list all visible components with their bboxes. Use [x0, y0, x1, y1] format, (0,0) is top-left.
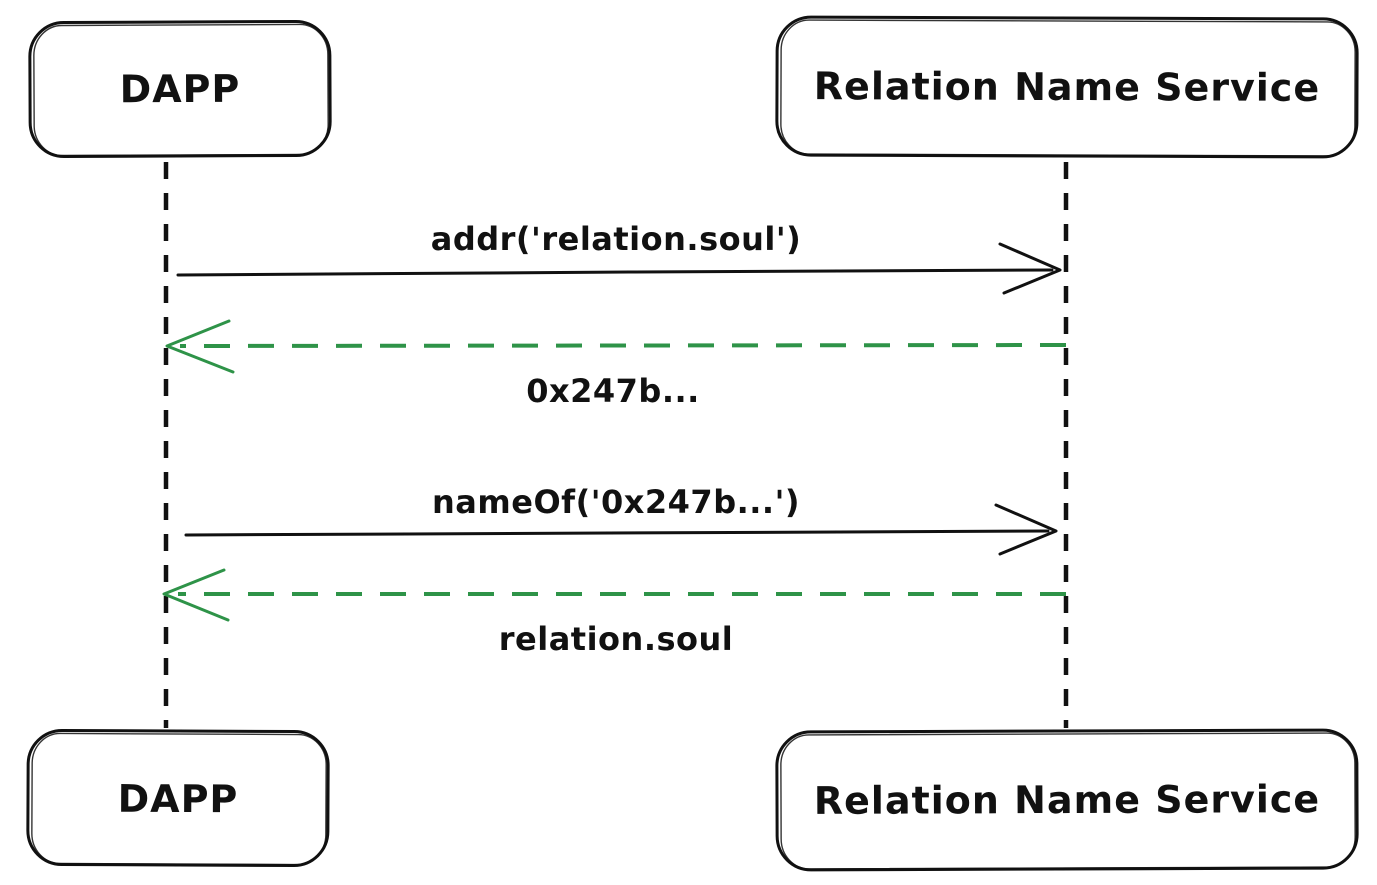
lifelines — [163, 162, 1069, 728]
message-addr-label: addr('relation.soul') — [431, 220, 802, 258]
actor-bottom-dapp-box — [26, 728, 330, 868]
message-nameof: nameOf('0x247b...') — [184, 483, 1058, 556]
actor-bottom-rns-box — [775, 728, 1359, 872]
message-return-name-label: relation.soul — [499, 620, 734, 658]
message-nameof-arrowhead — [994, 503, 1058, 556]
message-nameof-label: nameOf('0x247b...') — [432, 483, 800, 521]
actor-top-rns-box-echo — [780, 19, 1356, 157]
message-nameof-line — [184, 529, 1050, 537]
message-addr-line — [176, 268, 1054, 277]
actor-bottom-rns-box-echo — [780, 732, 1356, 870]
actor-top-dapp-box — [28, 19, 332, 158]
actor-bottom-dapp-box-echo — [31, 732, 327, 866]
actor-top-dapp: DAPP — [28, 19, 332, 158]
actor-top-rns-box — [775, 15, 1359, 159]
message-return-name: relation.soul — [162, 568, 1066, 658]
message-return-address-line — [179, 343, 1067, 348]
actor-bottom-dapp: DAPP — [26, 728, 330, 868]
message-return-address-label: 0x247b... — [526, 372, 700, 410]
message-addr-arrowhead — [998, 242, 1062, 295]
message-return-name-arrowhead — [162, 568, 230, 622]
actor-bottom-rns: Relation Name Service — [775, 728, 1359, 872]
actor-top-dapp-label: DAPP — [120, 67, 241, 112]
actor-top-rns: Relation Name Service — [775, 15, 1359, 159]
message-addr: addr('relation.soul') — [176, 220, 1062, 295]
message-return-address: 0x247b... — [165, 319, 1067, 410]
actor-top-rns-label: Relation Name Service — [814, 64, 1320, 110]
actor-bottom-rns-label: Relation Name Service — [814, 777, 1320, 823]
message-return-address-arrowhead — [165, 319, 235, 374]
actor-bottom-dapp-label: DAPP — [118, 777, 239, 822]
actor-top-dapp-box-echo — [33, 23, 329, 157]
